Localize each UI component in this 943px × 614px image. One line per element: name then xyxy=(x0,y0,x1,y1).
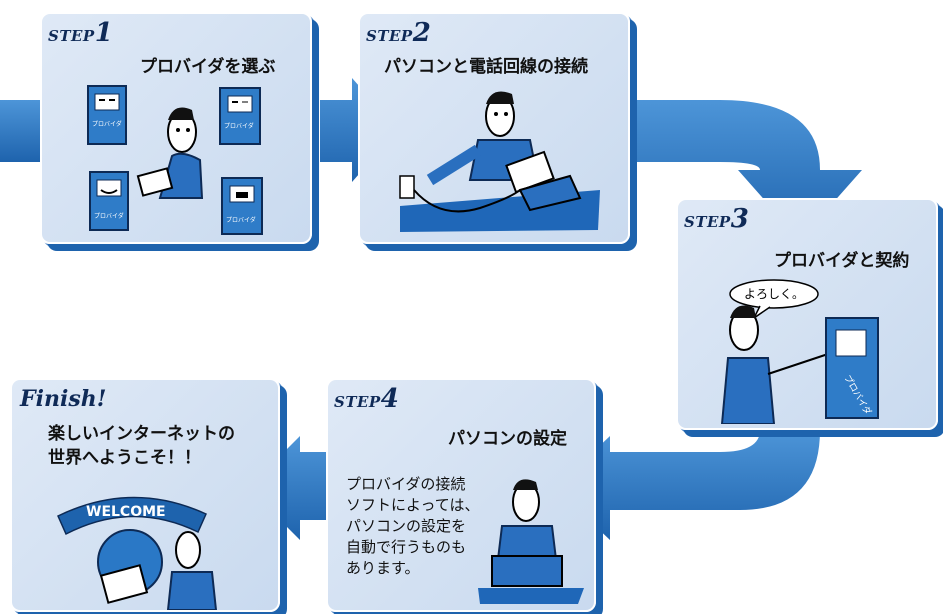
arrow-step3-to-step4 xyxy=(555,430,820,540)
step2-illustration xyxy=(399,91,600,232)
server-icon: プロバイダ xyxy=(219,87,261,145)
svg-text:プロバイダ: プロバイダ xyxy=(92,120,122,128)
finish-message: 楽しいインターネットの 世界へようこそ！！ xyxy=(48,424,235,468)
finish-illustration: WELCOME xyxy=(57,496,218,610)
step3-illustration: よろしく。 プロバイダ xyxy=(720,279,879,424)
speech-text: よろしく。 xyxy=(744,287,804,301)
phone-cable xyxy=(413,189,521,213)
server-icon: プロバイダ xyxy=(87,85,127,145)
svg-text:プロバイダ: プロバイダ xyxy=(224,122,254,130)
svg-text:プロバイダ: プロバイダ xyxy=(94,212,124,220)
step4-title: パソコンの設定 xyxy=(448,429,567,449)
laptop-icon xyxy=(491,555,563,587)
step4-illustration xyxy=(478,479,584,604)
phone-socket-icon xyxy=(399,175,415,199)
step1-title: プロバイダを選ぶ xyxy=(140,57,276,77)
svg-text:プロバイダ: プロバイダ xyxy=(226,216,256,224)
person-figure xyxy=(166,531,218,610)
server-icon: プロバイダ xyxy=(89,171,129,231)
step4-note: プロバイダの接続 ソフトによっては、 パソコンの設定を 自動で行うものも ありま… xyxy=(346,475,480,577)
welcome-banner xyxy=(57,496,207,536)
arrow-step4-to-finish xyxy=(248,436,330,540)
step2-card: STEP2 パソコンと電話回線の接続 xyxy=(358,12,630,244)
step4-card: STEP4 パソコンの設定 プロバイダの接続 ソフトによっては、 パソコンの設定… xyxy=(326,378,596,612)
speech-bubble: よろしく。 xyxy=(729,279,819,319)
step2-label: STEP2 xyxy=(366,18,431,48)
step1-label: STEP1 xyxy=(48,18,113,48)
step4-label: STEP4 xyxy=(334,384,399,414)
step3-label: STEP3 xyxy=(684,204,749,234)
welcome-text: WELCOME xyxy=(86,504,166,520)
step3-title: プロバイダと契約 xyxy=(774,251,910,271)
desk-shape xyxy=(478,588,584,604)
finish-label: Finish! xyxy=(20,386,107,412)
laptop-icon xyxy=(505,150,582,212)
server-icon: プロバイダ xyxy=(825,317,879,419)
person-figure xyxy=(136,107,204,199)
server-icon: プロバイダ xyxy=(221,177,263,235)
laptop-icon xyxy=(99,564,149,604)
step2-title: パソコンと電話回線の接続 xyxy=(384,57,588,77)
step1-illustration: プロバイダ プロバイダ プロバイダ プロバイダ xyxy=(87,85,263,235)
step3-card: STEP3 プロバイダと契約 よろしく。 プロバイダ xyxy=(676,198,938,430)
person-figure xyxy=(720,305,829,424)
finish-card: Finish! 楽しいインターネットの 世界へようこそ！！ WELCOME xyxy=(10,378,280,612)
step1-card: STEP1 プロバイダを選ぶ プロバイダ プロバイダ プロバイダ xyxy=(40,12,312,244)
